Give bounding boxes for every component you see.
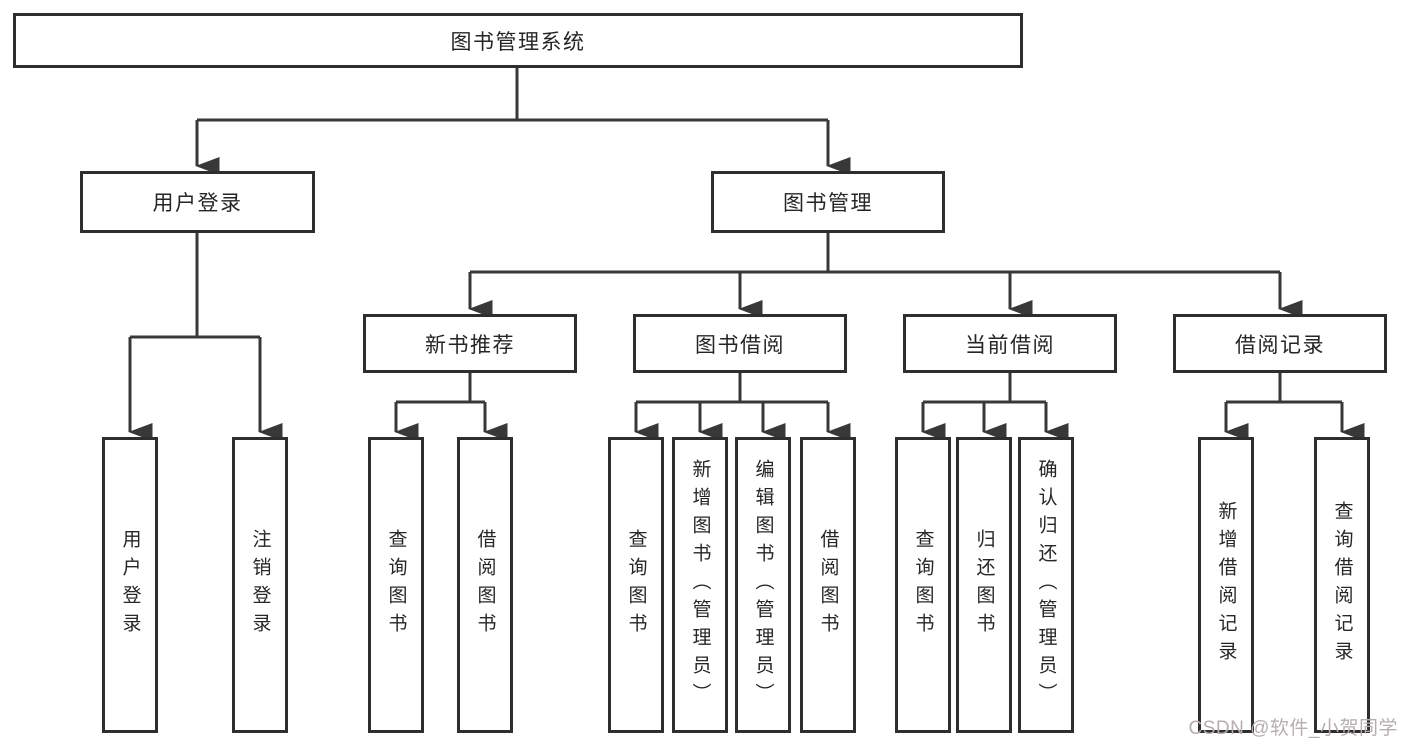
leaf-borrow-books-borrowing: 借阅图书: [800, 437, 856, 733]
node-label: 图书管理系统: [450, 30, 586, 54]
node-label: 借阅记录: [1235, 333, 1325, 357]
node-label: 查询借阅记录: [1331, 501, 1353, 669]
node-label: 确认归还（管理员）: [1035, 459, 1057, 711]
leaf-add-books-admin: 新增图书（管理员）: [672, 437, 728, 733]
node-label: 查询图书: [385, 529, 407, 641]
node-library-management-system: 图书管理系统: [13, 13, 1023, 68]
leaf-borrow-books-recommend: 借阅图书: [457, 437, 513, 733]
csdn-watermark: CSDN @软件_小贺同学: [1188, 718, 1398, 739]
leaf-confirm-return-admin: 确认归还（管理员）: [1018, 437, 1074, 733]
node-label: 用户登录: [152, 192, 243, 215]
node-new-book-recommend: 新书推荐: [363, 314, 577, 373]
node-user-login: 用户登录: [80, 171, 315, 233]
node-label: 查询图书: [625, 529, 647, 641]
node-current-borrowing: 当前借阅: [903, 314, 1117, 373]
leaf-query-books-current: 查询图书: [895, 437, 951, 733]
node-borrowing-records: 借阅记录: [1173, 314, 1387, 373]
leaf-user-login: 用户登录: [102, 437, 158, 733]
node-label: 新增借阅记录: [1215, 501, 1237, 669]
node-label: 当前借阅: [965, 333, 1055, 357]
leaf-query-borrow-record: 查询借阅记录: [1314, 437, 1370, 733]
node-label: 编辑图书（管理员）: [752, 459, 774, 711]
node-label: 查询图书: [912, 529, 934, 641]
leaf-add-borrow-record: 新增借阅记录: [1198, 437, 1254, 733]
node-label: 归还图书: [973, 529, 995, 641]
node-label: 图书借阅: [695, 333, 785, 357]
node-book-management: 图书管理: [711, 171, 945, 233]
node-label: 借阅图书: [474, 529, 496, 641]
node-label: 用户登录: [119, 529, 141, 641]
node-label: 注销登录: [249, 529, 271, 641]
node-label: 借阅图书: [817, 529, 839, 641]
leaf-query-books-recommend: 查询图书: [368, 437, 424, 733]
leaf-query-books-borrowing: 查询图书: [608, 437, 664, 733]
node-label: 图书管理: [783, 192, 873, 215]
leaf-logout-login: 注销登录: [232, 437, 288, 733]
leaf-edit-books-admin: 编辑图书（管理员）: [735, 437, 791, 733]
node-label: 新书推荐: [425, 333, 515, 357]
node-book-borrowing: 图书借阅: [633, 314, 847, 373]
node-label: 新增图书（管理员）: [689, 459, 711, 711]
leaf-return-books: 归还图书: [956, 437, 1012, 733]
